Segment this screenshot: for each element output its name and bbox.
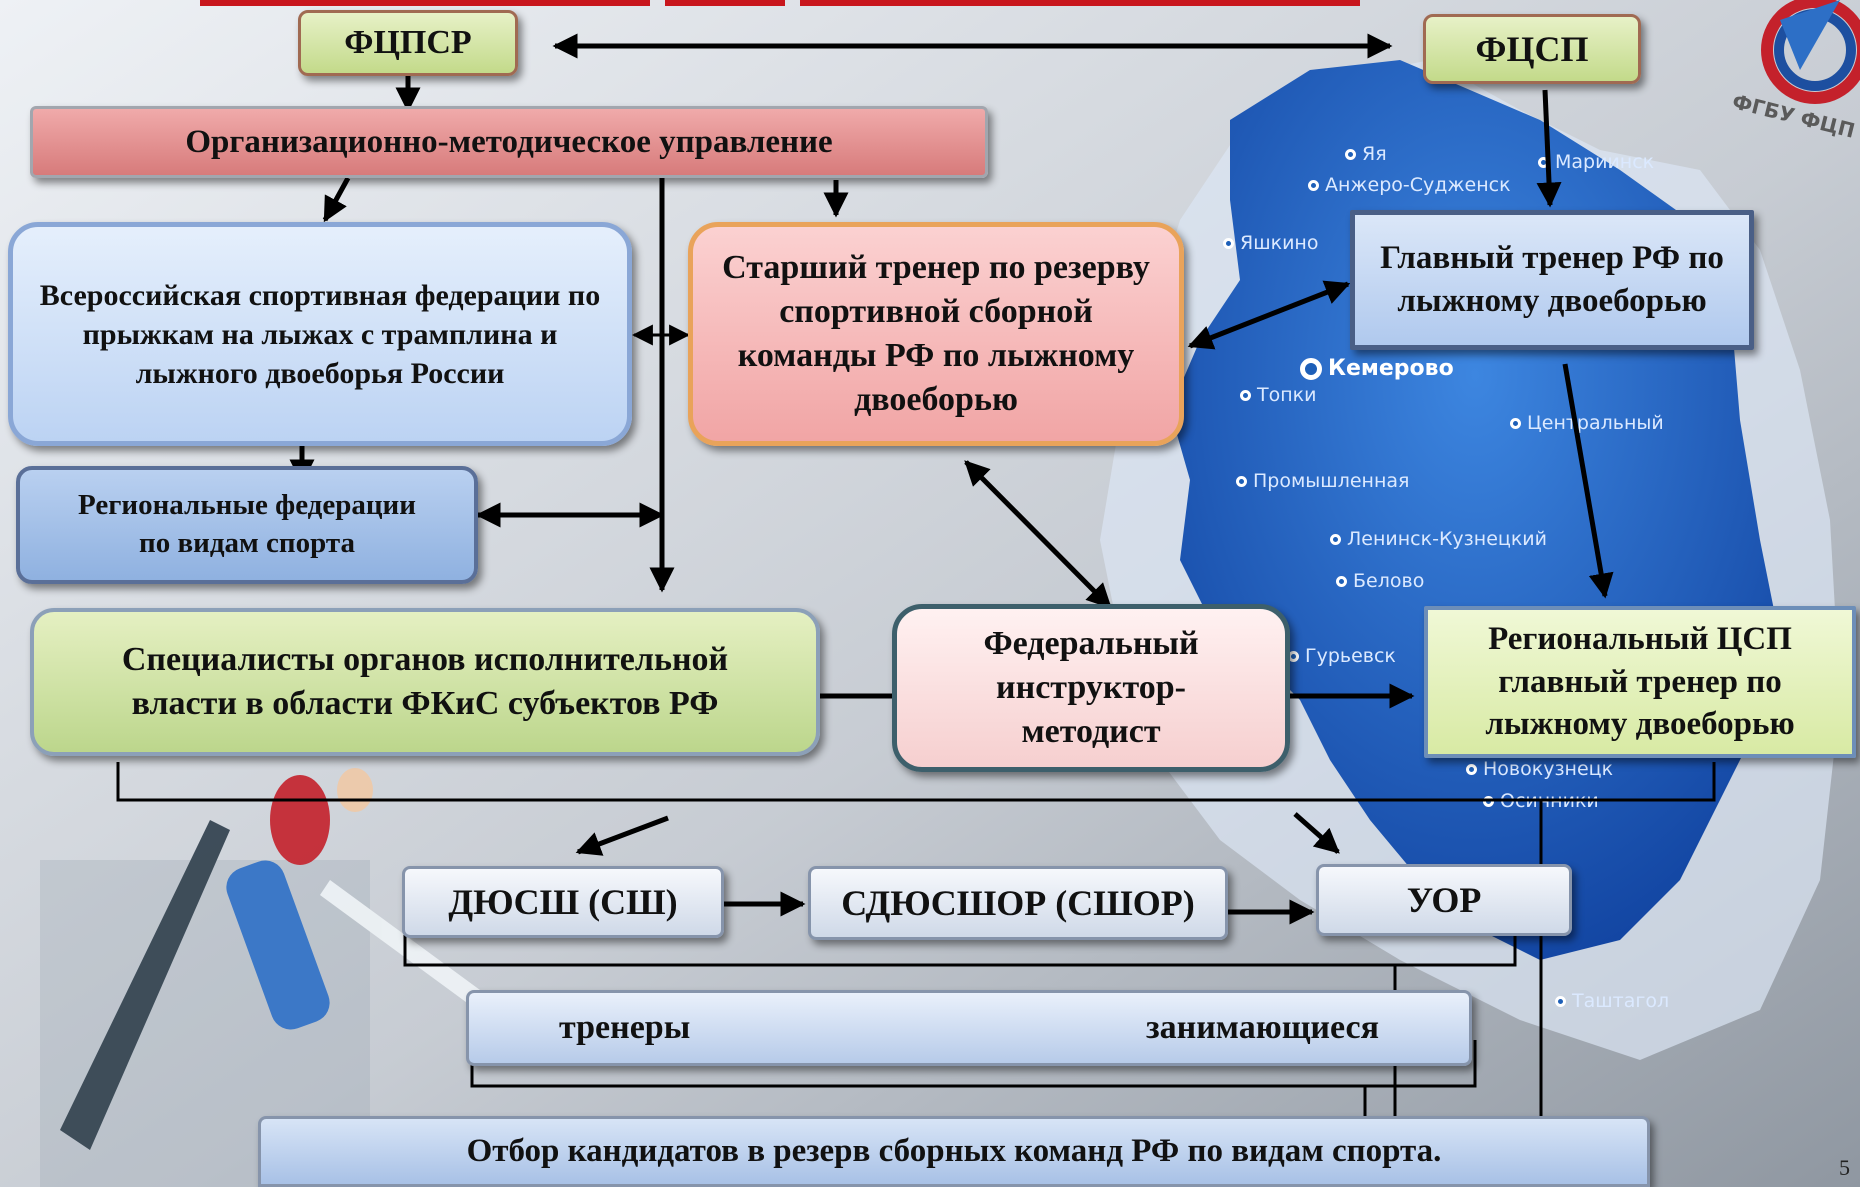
map-city-guryevsk: Гурьевск — [1288, 645, 1396, 667]
city-dot — [1308, 179, 1319, 191]
top-red-strip — [665, 0, 785, 6]
map-city-yaya: Яя — [1345, 143, 1387, 165]
arrow-fcsp-head — [1536, 89, 1562, 208]
box-regional-federations: Региональные федерации по видам спорта — [16, 466, 478, 584]
map-city-belovo: Белово — [1336, 570, 1424, 592]
box-specialists: Специалисты органов исполнительной власт… — [30, 608, 820, 756]
box-uor-label: УОР — [1406, 879, 1482, 920]
city-dot — [1466, 763, 1477, 775]
map-city-tashtagol: Таштагол — [1555, 990, 1669, 1012]
city-dot — [1330, 533, 1341, 545]
box-selection: Отбор кандидатов в резерв сборных команд… — [258, 1116, 1650, 1187]
map-city-promyshlennaya: Промышленная — [1236, 470, 1409, 492]
top-red-strip — [800, 0, 1360, 6]
map-city-yashkino: Яшкино — [1223, 232, 1318, 254]
box-fcsp: ФЦСП — [1423, 14, 1641, 84]
map-city-novokuznetsk: Новокузнецк — [1466, 758, 1613, 780]
city-dot — [1223, 237, 1234, 249]
city-dot — [1510, 417, 1521, 429]
box-dyussh-label: ДЮСШ (СШ) — [448, 881, 678, 922]
box-head-coach-label: Главный тренер РФ по лыжному двоеборью — [1380, 240, 1724, 319]
arrow-to-uor — [1293, 812, 1340, 854]
city-dot — [1300, 357, 1322, 380]
arrow-to-dyussh — [575, 815, 669, 856]
map-city-kemerovo: Кемерово — [1300, 356, 1454, 381]
box-fcpsr-label: ФЦПСР — [344, 23, 472, 61]
map-city-topki: Топки — [1240, 384, 1316, 406]
box-vserossiyskaya-label: Всероссийская спортивная федерации по пр… — [39, 278, 601, 390]
box-uor: УОР — [1316, 864, 1572, 936]
city-dot — [1345, 148, 1356, 160]
box-fcsp-label: ФЦСП — [1475, 28, 1589, 69]
box-head-coach: Главный тренер РФ по лыжному двоеборью — [1350, 210, 1754, 350]
box-trainers-students: тренеры занимающиеся — [466, 990, 1472, 1066]
arrow-senior-federal — [964, 460, 1112, 609]
arrow-org-vserossiyskaya — [322, 176, 351, 223]
box-senior-coach: Старший тренер по резерву спортивной сбо… — [688, 222, 1184, 446]
city-dot — [1336, 575, 1347, 587]
logo-icon — [1761, 0, 1860, 104]
box-regional-federations-label: Региональные федерации по видам спорта — [78, 489, 416, 559]
city-dot — [1240, 389, 1251, 401]
box-senior-coach-label: Старший тренер по резерву спортивной сбо… — [722, 248, 1150, 419]
map-city-anzhero-sudzhensk: Анжеро-Судженск — [1308, 174, 1511, 196]
box-regional-csp-label: Региональный ЦСП главный тренер по лыжно… — [1485, 620, 1795, 743]
city-dot — [1555, 995, 1566, 1007]
map-city-tsentralny: Центральный — [1510, 412, 1664, 434]
city-dot — [1236, 475, 1247, 487]
box-federal-instructor-label: Федеральный инструктор-методист — [983, 624, 1199, 751]
box-specialists-label: Специалисты органов исполнительной власт… — [121, 640, 729, 722]
label-trainers: тренеры — [559, 1008, 691, 1046]
box-federal-instructor: Федеральный инструктор-методист — [892, 604, 1290, 772]
page-number: 5 — [1839, 1155, 1850, 1180]
box-org-method-label: Организационно-методическое управление — [185, 123, 833, 160]
box-fcpsr: ФЦПСР — [298, 10, 518, 76]
bracket-mid — [116, 762, 1716, 802]
arrow-head-senior — [1187, 280, 1351, 350]
top-red-strip — [200, 0, 650, 6]
label-students: занимающиеся — [1145, 1008, 1379, 1046]
arrow-head-regional-csp — [1562, 363, 1614, 599]
box-vserossiyskaya: Всероссийская спортивная федерации по пр… — [8, 222, 632, 446]
box-sdyusshor: СДЮСШОР (СШОР) — [808, 866, 1228, 940]
map-city-leninsk-kuznetsky: Ленинск-Кузнецкий — [1330, 528, 1547, 550]
box-org-method: Организационно-методическое управление — [30, 106, 988, 178]
box-dyussh: ДЮСШ (СШ) — [402, 866, 724, 938]
bracket-schools — [403, 935, 1517, 967]
box-regional-csp: Региональный ЦСП главный тренер по лыжно… — [1424, 606, 1856, 758]
box-sdyusshor-label: СДЮСШОР (СШОР) — [841, 882, 1195, 923]
box-selection-label: Отбор кандидатов в резерв сборных команд… — [466, 1133, 1442, 1170]
